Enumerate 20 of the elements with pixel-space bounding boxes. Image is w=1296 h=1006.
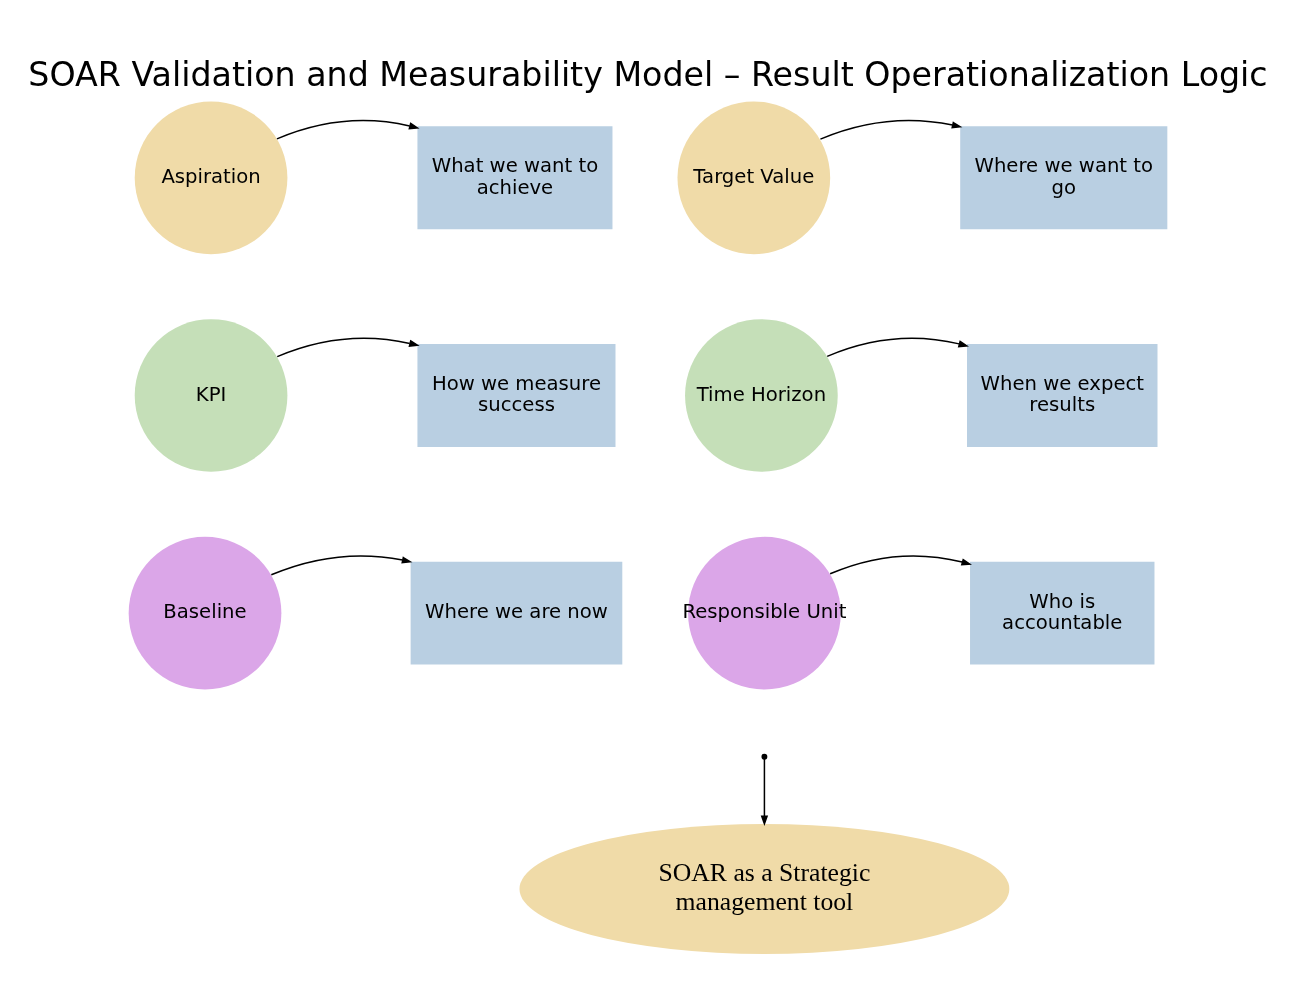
node-box: Where we want to go [960,125,1168,229]
node-box: Where we are now [410,561,623,665]
arrow [826,337,969,357]
arrow [760,757,769,826]
arrow [819,119,963,140]
arrow [276,336,420,357]
node-box: What we want to achieve [417,125,613,229]
arrow [829,554,972,575]
node-circle: Aspiration [134,100,288,254]
node-box: How we measure success [417,343,616,447]
node-box: When we expect results [967,343,1158,447]
node-box: Who is accountable [970,561,1155,665]
node-circle: KPI [134,318,288,472]
node-ellipse: SOAR as a Strategic management tool [519,823,1010,954]
node-circle: Time Horizon [685,318,838,472]
arrow [270,554,413,576]
node-circle: Target Value [677,100,831,254]
diagram-title: SOAR Validation and Measurability Model – Result Operationalization Logic [28,54,1268,94]
arrow [276,119,420,140]
node-circle: Baseline [128,536,282,690]
